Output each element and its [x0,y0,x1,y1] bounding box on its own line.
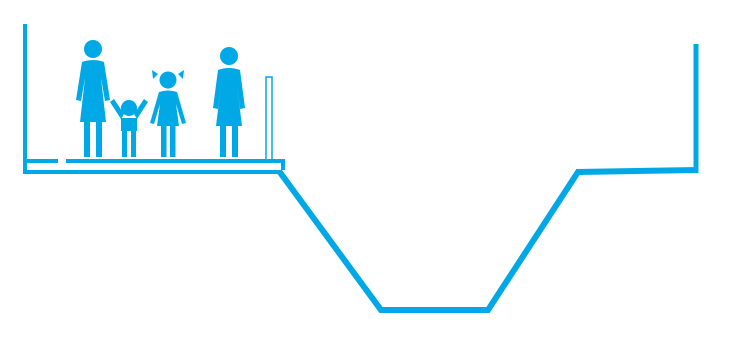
channel-profile [276,167,699,313]
child-girl-figure-icon [150,70,186,157]
child-boy-figure-icon [110,99,148,157]
family-figures [76,40,245,157]
viewing-platform [23,159,285,174]
woman-figure-icon [213,47,245,157]
railing-post [265,76,273,161]
woman-figure-icon [76,40,110,157]
